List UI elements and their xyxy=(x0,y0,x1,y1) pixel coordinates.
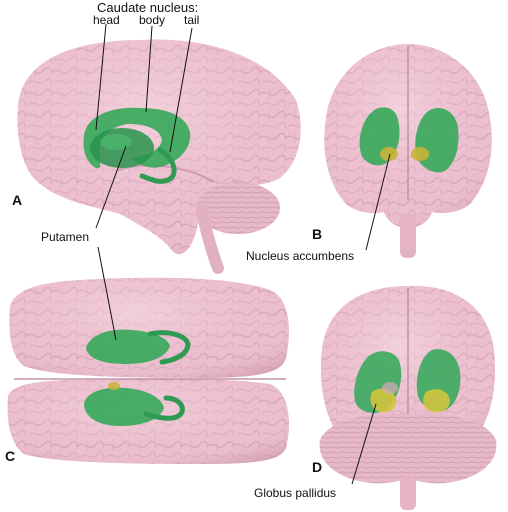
panel-b-brain xyxy=(324,44,492,258)
panel-label-a: A xyxy=(12,192,23,208)
body-label: body xyxy=(139,13,166,27)
panel-d-globus-pallidus xyxy=(370,382,450,413)
head-label: head xyxy=(93,13,120,27)
leader-body xyxy=(145,25,153,113)
leader-head xyxy=(95,23,107,131)
panel-c-lower-striatum xyxy=(84,382,185,426)
leader-putamen-a xyxy=(95,145,127,229)
panel-label-d: D xyxy=(312,459,323,475)
putamen-label: Putamen xyxy=(41,230,90,244)
leader-putamen-c xyxy=(97,246,117,341)
panel-a-caudate-nucleus xyxy=(83,107,191,184)
panel-label-c: C xyxy=(5,448,16,464)
panel-a-brain xyxy=(17,39,301,274)
leader-globus-pallidus xyxy=(351,403,377,485)
panel-d-brain xyxy=(319,285,497,510)
caudate-nucleus-label: Caudate nucleus: xyxy=(97,0,199,15)
panel-label-b: B xyxy=(312,226,323,242)
nucleus-accumbens-label: Nucleus accumbens xyxy=(246,249,355,263)
panel-b-nucleus-accumbens xyxy=(380,147,429,161)
panel-c-brain xyxy=(7,277,289,464)
panel-a-putamen xyxy=(90,128,154,168)
tail-label: tail xyxy=(184,13,200,27)
panel-c-upper-striatum xyxy=(86,329,191,365)
leader-nucleus-accumbens xyxy=(365,153,391,251)
globus-pallidus-label: Globus pallidus xyxy=(254,486,337,500)
leader-tail xyxy=(169,27,193,153)
